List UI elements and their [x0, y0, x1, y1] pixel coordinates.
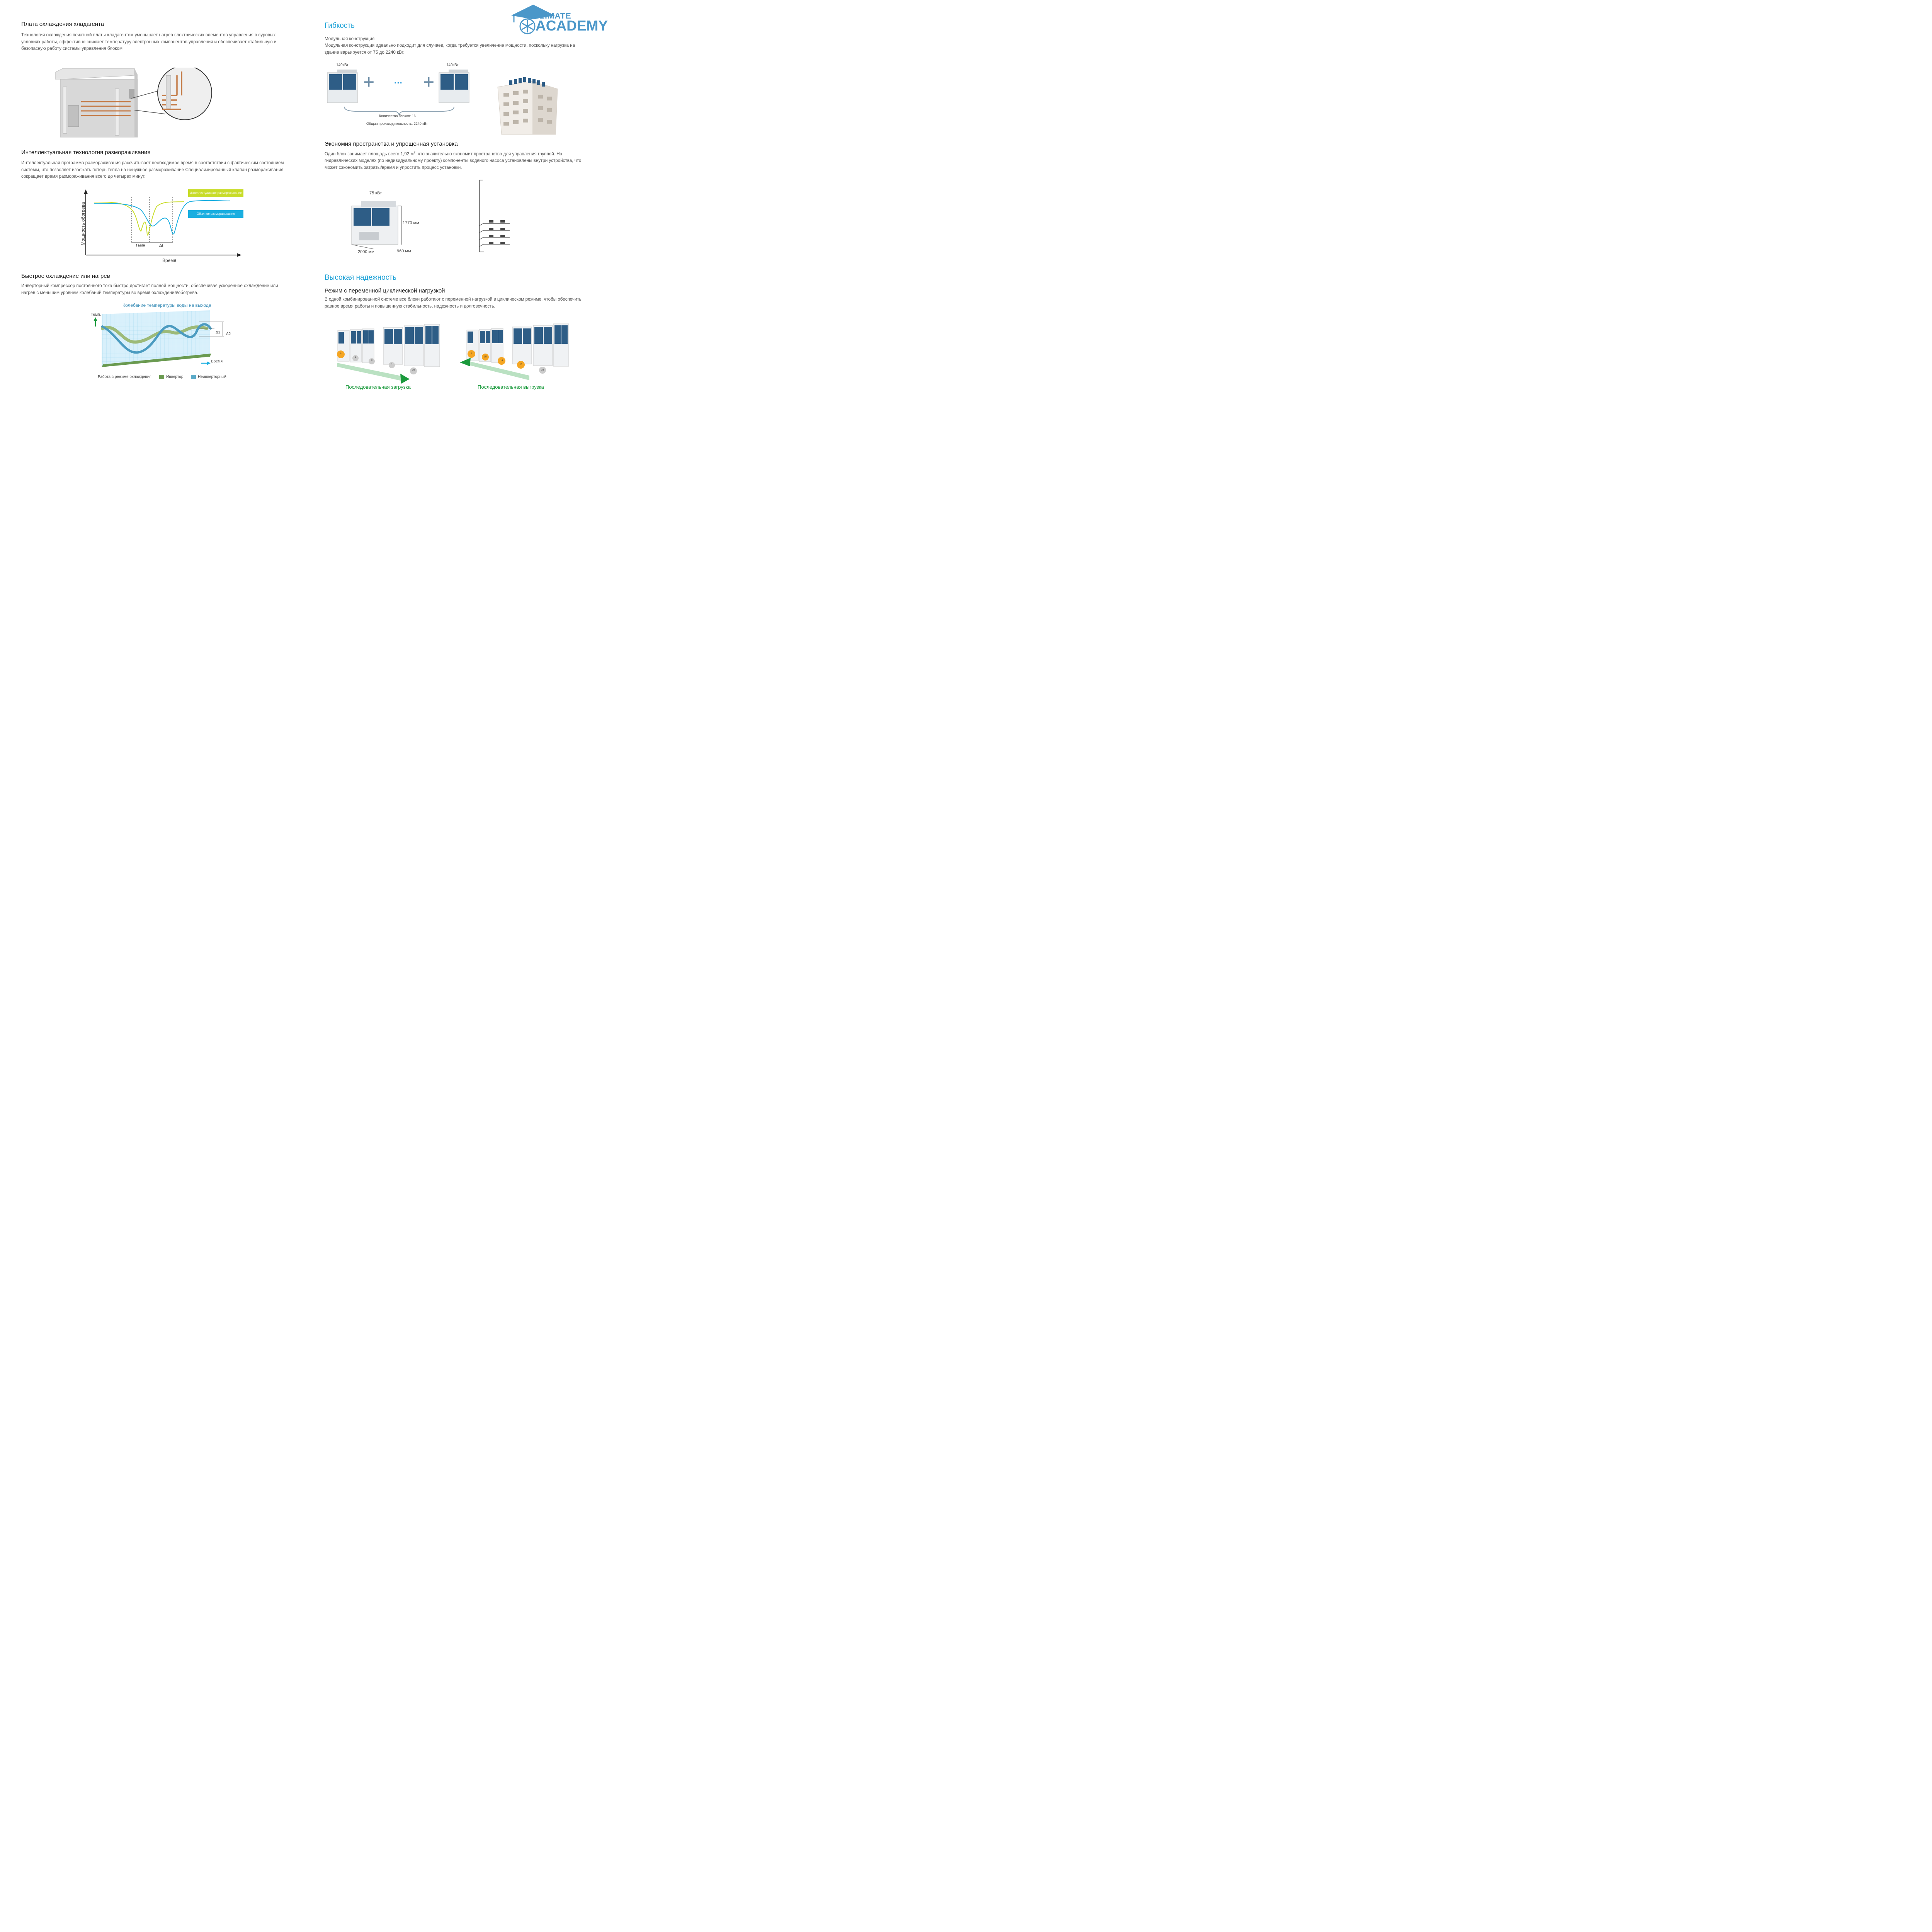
logo-text-bottom: ACADEMY [536, 18, 608, 34]
modular-units [327, 70, 469, 116]
legend-inverter-label: Инвертор [166, 375, 184, 379]
fast-title: Быстрое охлаждение или нагрев [21, 273, 110, 279]
unit-count: Количество блоков: 16 [379, 114, 416, 118]
load-badge-2: 2 [355, 356, 356, 359]
delta2-label: Δ2 [226, 332, 231, 336]
floor-plan-sketch [479, 180, 510, 252]
legend-noninverter-label: Неинверторный [198, 375, 226, 379]
pcb-title: Плата охлаждения хладагента [21, 21, 104, 27]
logo: CLIMATE ACADEMY [509, 2, 608, 35]
sequential-loading-label: Последовательная загрузка [345, 384, 411, 390]
inverter-wave [101, 325, 208, 344]
fast-chart-title: Колебание температуры воды на выходе [122, 303, 211, 308]
noninverter-wave [101, 323, 212, 354]
delta-t-label: Δt [159, 243, 163, 248]
unload-badge-16: 16 [541, 369, 544, 371]
depth-dim: 960 мм [397, 249, 411, 253]
building-illustration [497, 77, 558, 135]
legend-inverter-swatch [159, 375, 164, 379]
defrost-title: Интеллектуальная технология размораживан… [21, 149, 151, 156]
pcb-illustration [55, 68, 212, 138]
load-badge-4: 4 [391, 363, 393, 366]
defrost-text: Интеллектуальная программа размораживани… [21, 160, 284, 179]
temperature-chart: Δ1 Δ2 [94, 310, 231, 367]
reliability-title: Режим с переменной циклической нагрузкой [325, 287, 445, 294]
plus-sign-1: + [363, 71, 375, 93]
space-text-a: Один блок занимает площадь всего 1,92 м [325, 151, 414, 156]
unload-badge-1: 1 [471, 353, 472, 355]
width-dim: 2000 мм [358, 250, 374, 254]
flex-text: Модульная конструкция идеально подходит … [325, 43, 575, 55]
flex-heading: Гибкость [325, 22, 355, 30]
mode-label: Работа в режиме охлаждения [98, 375, 151, 379]
space-text-sup: 2 [413, 151, 415, 154]
unit-left-power: 140кВт [336, 63, 349, 67]
load-badge-1: 1 [340, 352, 342, 354]
space-title: Экономия пространства и упрощенная устан… [325, 141, 458, 147]
legend-noninverter-swatch [191, 375, 196, 379]
unit-dimension-drawing [351, 201, 402, 249]
space-text: Один блок занимает площадь всего 1,92 м2… [325, 149, 587, 171]
unload-badge-13: 13 [519, 364, 522, 366]
sequential-loading-illustration [337, 324, 440, 384]
defrost-xlabel: Время [162, 258, 177, 263]
pcb-text: Технология охлаждения печатной платы хла… [21, 32, 277, 51]
sequential-unloading-label: Последовательная выгрузка [478, 384, 544, 390]
height-dim: 1770 мм [403, 221, 419, 225]
total-capacity: Общая производительность: 2240 кВт [366, 122, 428, 126]
sequential-unloading-illustration [460, 323, 569, 380]
plus-sign-2: + [423, 71, 435, 93]
defrost-ylabel: Мощность обогрева [80, 202, 86, 245]
normal-defrost-curve [94, 200, 230, 235]
defrost-chart: t мин Δt [84, 189, 242, 257]
fast-text: Инверторный компрессор постоянного тока … [21, 283, 278, 295]
smart-defrost-curve [94, 201, 185, 236]
legend-normal-defrost: Обычное размораживание [188, 210, 243, 218]
delta1-label: Δ1 [216, 330, 221, 335]
temp-ylabel: Темп. [91, 313, 101, 317]
load-badge-16: 16 [412, 369, 415, 371]
reliability-text: В одной комбинированной системе все блок… [325, 297, 582, 309]
unload-badge-15: 15 [484, 356, 487, 358]
t-min-label: t мин [136, 243, 145, 248]
flex-subtitle: Модульная конструкция [325, 36, 375, 41]
unit-right-power: 140кВт [446, 63, 459, 67]
space-text-b: , что значительно экономит пространство … [325, 151, 582, 170]
ellipsis: ··· [394, 78, 403, 88]
logo-graphic [511, 5, 555, 34]
group-brace [344, 106, 454, 116]
logo-text-top: CLIMATE [533, 12, 571, 20]
unit-power-75: 75 кВт [369, 191, 382, 196]
load-badge-3: 3 [371, 359, 372, 362]
temp-xlabel: Время [211, 359, 223, 364]
unload-badge-14: 14 [500, 360, 503, 362]
reliability-heading: Высокая надежность [325, 274, 396, 282]
legend-smart-defrost: Интеллектуальное размораживание [188, 189, 243, 197]
